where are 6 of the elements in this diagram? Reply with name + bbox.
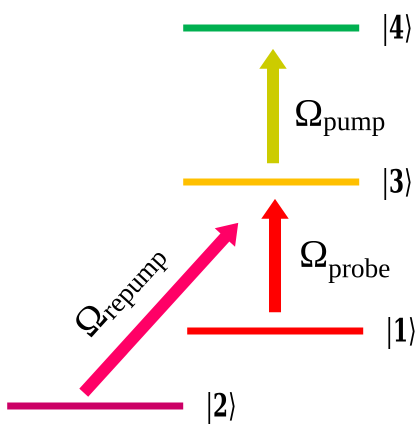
state-label: |1⟩: [388, 317, 415, 349]
state-label: |4⟩: [384, 14, 411, 46]
state-label: |3⟩: [384, 168, 411, 200]
state-label: |2⟩: [208, 392, 235, 424]
edge-label: Ω$_{probe}$: [301, 241, 390, 284]
edge-label: Ω$_{pump}$: [296, 100, 384, 136]
